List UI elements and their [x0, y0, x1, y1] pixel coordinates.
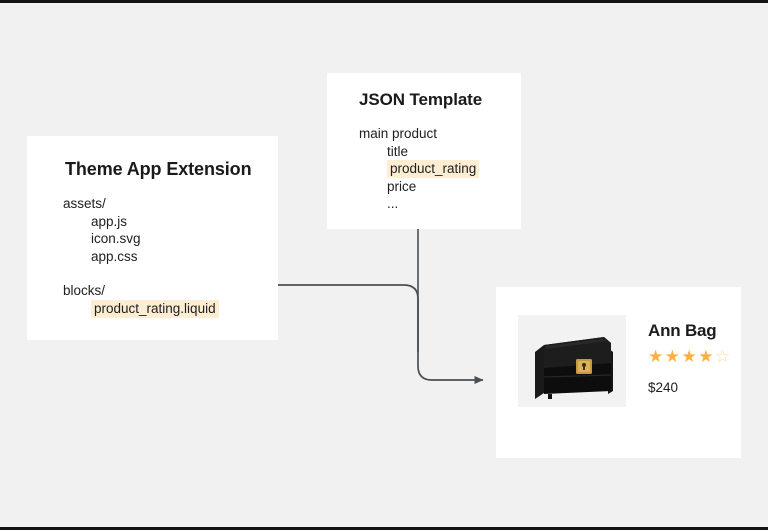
star-icon-3: ★ [681, 347, 699, 366]
tree-item-product-rating-wrapper: product_rating [387, 160, 480, 178]
tree-item-assets-folder: assets/ [63, 196, 106, 211]
top-edge-bar [0, 0, 768, 3]
theme-app-extension-card: Theme App Extension assets/ app.js icon.… [27, 136, 278, 340]
product-rating-stars: ★★★★☆ [648, 348, 732, 366]
connector-extension-to-product [278, 284, 484, 384]
product-title: Ann Bag [648, 321, 717, 340]
tree-item-app-js: app.js [91, 213, 128, 229]
star-icon-4: ★ [698, 347, 715, 366]
star-icon-5-empty: ☆ [715, 347, 732, 366]
theme-app-extension-file-tree: assets/ app.js icon.svg app.css blocks/ … [63, 195, 219, 318]
star-icon-2: ★ [664, 347, 682, 366]
handbag-icon [518, 315, 626, 407]
product-details: Ann Bag ★★★★☆ $240 [648, 315, 732, 395]
json-template-tree: main product title product_rating price … [359, 125, 480, 213]
tree-item-price: price [387, 178, 417, 194]
tree-item-product-rating: product_rating [387, 160, 480, 178]
tree-item-title: title [387, 143, 409, 159]
json-template-title: JSON Template [359, 90, 483, 109]
product-card-body: Ann Bag ★★★★☆ $240 [518, 315, 732, 407]
tree-item-blocks-folder: blocks/ [63, 283, 106, 298]
star-icon-1: ★ [648, 347, 665, 366]
json-template-card: JSON Template main product title product… [327, 73, 521, 229]
theme-app-extension-title: Theme App Extension [65, 159, 252, 179]
tree-item-product-rating-liquid-wrapper: product_rating.liquid [91, 299, 219, 318]
tree-item-main-product: main product [359, 126, 438, 141]
bottom-edge-bar [0, 527, 768, 530]
tree-item-product-rating-liquid: product_rating.liquid [91, 299, 219, 318]
product-preview-card: Ann Bag ★★★★☆ $240 [496, 287, 741, 458]
product-price: $240 [648, 380, 679, 395]
product-image-thumbnail [518, 315, 626, 407]
tree-item-ellipsis: ... [387, 196, 399, 211]
tree-item-icon-svg: icon.svg [91, 231, 141, 246]
tree-item-app-css: app.css [91, 248, 138, 264]
